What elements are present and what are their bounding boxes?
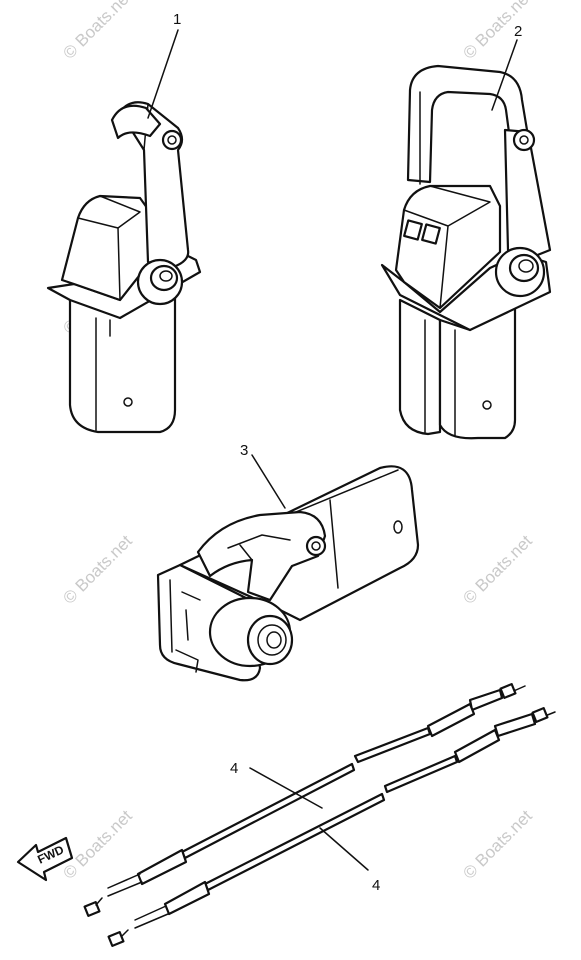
leader-line: [249, 767, 323, 809]
watermark: © Boats.net: [59, 806, 136, 883]
watermark: © Boats.net: [59, 531, 136, 608]
watermark: © Boats.net: [459, 0, 536, 63]
leader-line: [147, 29, 179, 119]
leader-line: [319, 827, 369, 871]
control-cables: [83, 683, 556, 947]
watermark: © Boats.net: [59, 0, 136, 63]
callout-3: 3: [240, 442, 248, 459]
watermark: © Boats.net: [459, 531, 536, 608]
callout-1: 1: [173, 11, 181, 28]
watermark: © Boats.net: [459, 806, 536, 883]
remote-control-side-mount: [156, 465, 420, 682]
callout-4b: 4: [372, 877, 380, 894]
leader-line: [491, 39, 518, 111]
leader-line: [251, 454, 286, 509]
callout-4a: 4: [230, 760, 238, 777]
remote-control-dual-lever: [380, 64, 552, 440]
callout-2: 2: [514, 23, 522, 40]
remote-control-single-lever: [46, 101, 202, 434]
